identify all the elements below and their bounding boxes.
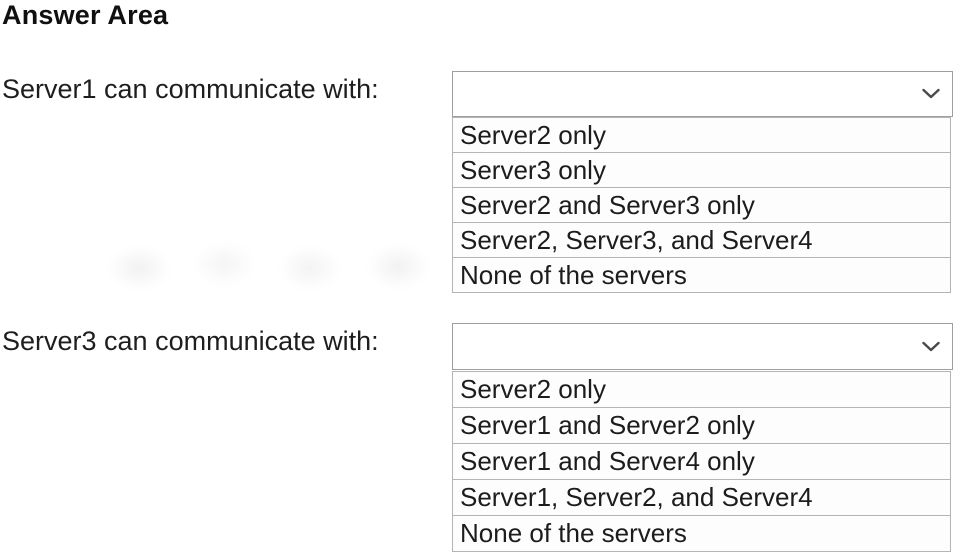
option-item[interactable]: None of the servers	[452, 257, 951, 293]
option-item[interactable]: Server1 and Server2 only	[452, 407, 951, 444]
watermark	[95, 228, 465, 308]
option-item[interactable]: Server2, Server3, and Server4	[452, 222, 951, 258]
option-item[interactable]: Server2 and Server3 only	[452, 187, 951, 223]
option-item[interactable]: Server2 only	[452, 371, 951, 408]
question2-options-list: Server2 only Server1 and Server2 only Se…	[452, 371, 951, 552]
option-item[interactable]: None of the servers	[452, 515, 951, 552]
option-item[interactable]: Server3 only	[452, 152, 951, 188]
question1-dropdown[interactable]	[452, 71, 953, 117]
page-title: Answer Area	[2, 0, 169, 30]
question1-label: Server1 can communicate with:	[2, 74, 379, 104]
question1-options-list: Server2 only Server3 only Server2 and Se…	[452, 117, 951, 293]
question2-dropdown[interactable]	[452, 323, 953, 370]
option-item[interactable]: Server1, Server2, and Server4	[452, 479, 951, 516]
chevron-down-icon	[922, 88, 940, 99]
option-item[interactable]: Server1 and Server4 only	[452, 443, 951, 480]
option-item[interactable]: Server2 only	[452, 117, 951, 153]
chevron-down-icon	[922, 341, 940, 351]
question2-label: Server3 can communicate with:	[2, 326, 379, 356]
